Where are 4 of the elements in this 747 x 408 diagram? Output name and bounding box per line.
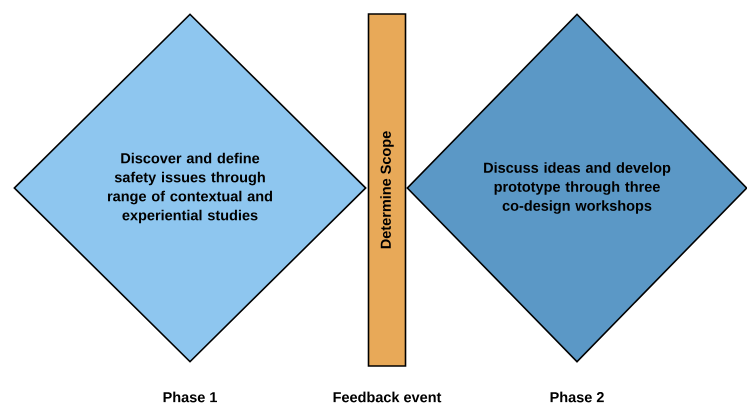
scope-bar: Determine Scope: [368, 13, 406, 367]
phase-caption: Phase 2: [550, 392, 604, 402]
phase-caption: Feedback event: [334, 392, 442, 402]
phase-caption: Phase 1: [164, 392, 217, 402]
